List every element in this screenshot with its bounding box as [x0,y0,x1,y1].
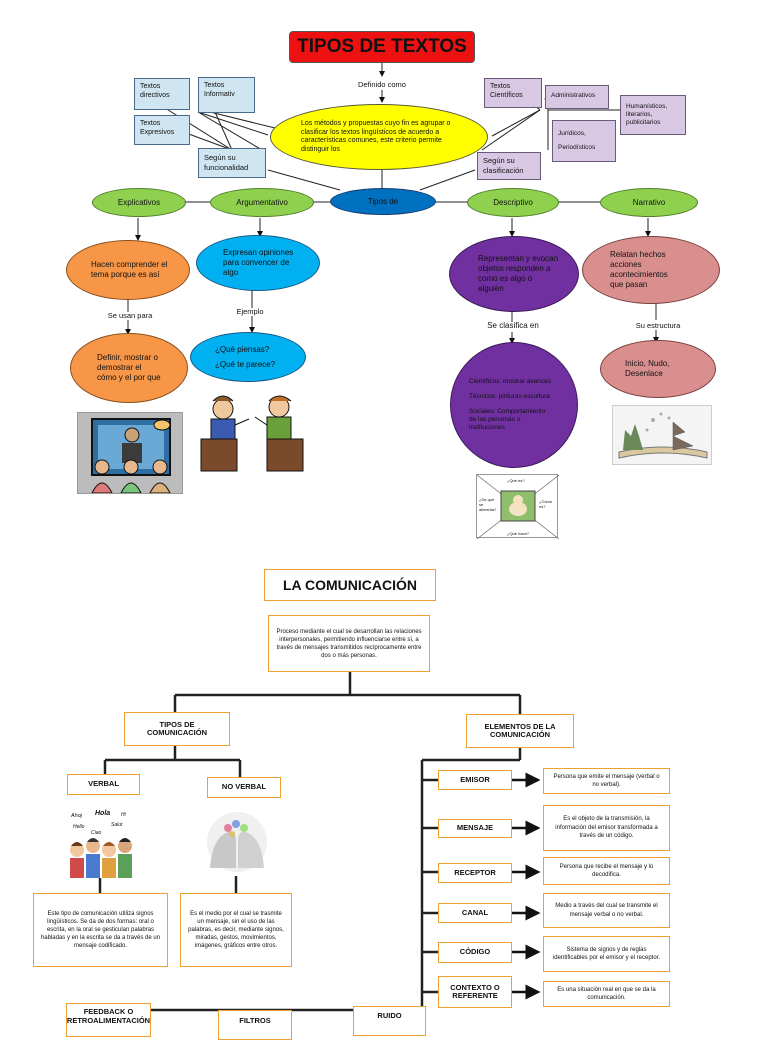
codigo-desc: Sistema de signos y de reglas identifica… [543,936,670,972]
humanisticos-box: Humanísticos, literarios, publicitarios [620,95,686,135]
argumentativo-label: Argumentativo [236,197,288,207]
textos-informativ-box: Textos Informativ [198,77,255,113]
argumentativo-ex-ellipse: ¿Qué piensas? ¿Qué te parece? [190,332,306,382]
verbal-word-4: Salut [111,822,123,828]
argumentativo-desc-ellipse: Expresan opiniones para convencer de alg… [196,235,320,291]
no-verbal-box: NO VERBAL [207,777,281,798]
definition-text: Los métodos y propuestas cuyo fin es agr… [301,120,451,153]
descriptivo-desc-ellipse: Representan y evocan objetos responden a… [449,236,579,312]
segun-clasificacion-box: Según su clasificación [477,152,541,180]
codigo-box: CÓDIGO [438,942,512,963]
explicativo-use-ellipse: Definir, mostrar o demostrar el cómo y e… [70,333,188,403]
argumentativo-ex1: ¿Qué piensas? [215,344,270,354]
canal-desc: Medio a través del cual se transmite el … [543,893,670,928]
argumentativo-ellipse: Argumentativo [210,188,314,217]
descriptivo-ellipse: Descriptivo [467,188,559,217]
contexto-box: CONTEXTO O REFERENTE [438,976,512,1008]
no-verbal-illustration [207,812,267,872]
book-illustration [618,412,708,459]
classroom-image [77,412,183,494]
administrativos-box: Administrativos [545,85,609,109]
narrativo-desc: Relatan hechos acciones acontecimientos … [610,250,668,289]
mensaje-box: MENSAJE [438,819,512,838]
feedback-box: FEEDBACK O RETROALIMENTACIÓN [66,1003,151,1037]
debate-illustration [200,395,304,472]
receptor-box: RECEPTOR [438,863,512,883]
verbal-word-6: Hi [121,812,126,818]
argumentativo-ex2: ¿Qué te parece? [215,359,276,369]
textos-cientificos-box: Textos Científicos [484,78,542,108]
narrativo-struct: Inicio, Nudo, Desenlace [625,359,670,378]
dog-label-4: ¿Qué hace? [507,531,530,536]
textos-directivos-box: Textos directivos [134,78,190,110]
tipos-title: TIPOS DE TEXTOS [289,31,475,63]
definition-ellipse: Los métodos y propuestas cuyo fin es agr… [270,104,488,170]
debate-image [197,389,307,472]
no-verbal-desc-box: Es el medio por el cual se trasmite un m… [180,893,292,967]
explicativos-ellipse: Explicativos [92,188,186,217]
explicativo-desc-ellipse: Hacen comprender el tema porque es así [66,240,190,300]
textos-expresivos-box: Textos Expresivos [134,115,190,145]
descriptivo-c1: Científicos: mostrar avances [469,378,552,385]
tipos-comunicacion-box: TIPOS DE COMUNICACIÓN [124,712,230,746]
descriptivo-desc: Representan y evocan objetos responden a… [478,254,559,293]
filtros-box: FILTROS [218,1010,292,1040]
contexto-desc: Es una situación real en que se da la co… [543,981,670,1007]
argumentativo-desc: Expresan opiniones para convencer de alg… [223,248,294,277]
no-verbal-image [202,808,272,876]
verbal-word-2: Hola [95,810,111,817]
mensaje-desc: Es el objeto de la transmisión, la infor… [543,805,670,851]
dog-diagram [477,475,559,539]
verbal-desc-box: Este tipo de comunicación utiliza signos… [33,893,168,967]
narrativo-desc-ellipse: Relatan hechos acciones acontecimientos … [582,236,720,304]
juridicos-label: Jurídicos, [558,130,586,137]
verbal-illustration [70,838,132,878]
descriptivo-label: Descriptivo [493,197,533,207]
ruido-box: RUIDO [353,1006,426,1036]
se-usan-para-label: Se usan para [107,311,153,320]
tipos-de-ellipse: Tipos de [330,188,436,215]
tipos-de-label: Tipos de [367,196,399,206]
classroom-illustration [91,418,171,493]
dog-label-1: ¿Qué es? [507,478,525,483]
narrativo-ellipse: Narrativo [600,188,698,217]
explicativos-label: Explicativos [117,197,161,207]
descriptivo-classes-ellipse: Científicos: mostrar avances Técnicos: p… [450,342,578,468]
explicativo-desc: Hacen comprender el tema porque es así [91,260,168,279]
verbal-image: Ahoj Hola Hello Salut Ciao Hi [65,806,138,878]
narrativo-struct-ellipse: Inicio, Nudo, Desenlace [600,340,716,398]
verbal-word-3: Hello [73,824,85,830]
emisor-desc: Persona que emite el mensaje (verbal o n… [543,768,670,794]
se-clasifica-en-label: Se clasifica en [487,321,539,330]
verbal-word-5: Ciao [91,830,102,836]
periodisticos-label: Periodísticos [558,144,596,151]
dog-image: ¿Qué es? ¿De qué se alimenta? ¿Cómo es? … [476,474,559,539]
emisor-box: EMISOR [438,770,512,790]
definido-label: Definido como [358,80,406,89]
explicativo-use: Definir, mostrar o demostrar el cómo y e… [97,353,161,382]
canal-box: CANAL [438,903,512,923]
narrativo-label: Narrativo [632,197,666,207]
elementos-comunicacion-box: ELEMENTOS DE LA COMUNICACIÓN [466,714,574,748]
dog-label-2: ¿De qué se alimenta? [479,497,497,512]
su-estructura-label: Su estructura [635,321,681,330]
comunicacion-definition: Proceso mediante el cual se desarrollan … [268,615,430,672]
descriptivo-c2: Técnicos: pinturas escultura [469,393,550,400]
comunicacion-title: LA COMUNICACIÓN [264,569,436,601]
ejemplo-label: Ejemplo [236,307,264,316]
juridicos-periodisticos-box: Jurídicos, Periodísticos [552,120,616,162]
descriptivo-c3: Sociales: Comportamiento de las personas… [469,408,546,431]
receptor-desc: Persona que recibe el mensaje y lo decod… [543,857,670,885]
verbal-box: VERBAL [67,774,140,795]
verbal-word-1: Ahoj [71,813,83,819]
dog-label-3: ¿Cómo es? [539,499,553,509]
segun-funcionalidad-box: Según su funcionalidad [198,148,266,178]
book-image [612,405,712,465]
